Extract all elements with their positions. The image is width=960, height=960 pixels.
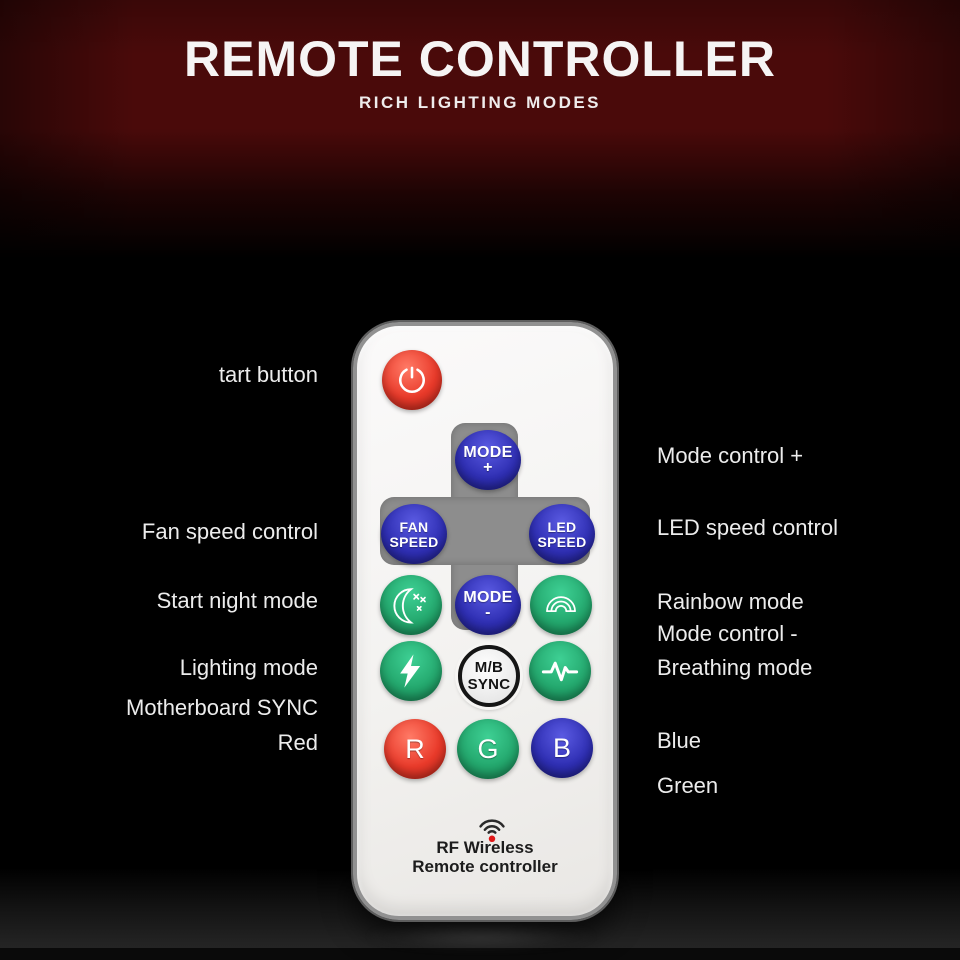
callout-night-mode: Start night mode (156, 588, 318, 613)
fan-speed-button[interactable]: FAN SPEED (381, 504, 447, 564)
callout-start-button: tart button (218, 362, 318, 387)
callout-lighting: Lighting mode (179, 655, 318, 680)
mb-sync-button[interactable]: M/B SYNC (458, 645, 520, 707)
rainbow-icon (546, 596, 576, 612)
remote-controller: MODE + FAN SPEED LED SPEED MODE - (353, 322, 617, 920)
page-title: REMOTE CONTROLLER (184, 31, 776, 87)
callout-breathing: Breathing mode (657, 655, 813, 680)
power-button[interactable] (382, 350, 442, 410)
led-speed-top: LED (547, 518, 577, 535)
callout-led-speed: LED speed control (657, 515, 838, 540)
page-subtitle: RICH LIGHTING MODES (358, 93, 602, 112)
mode-plus-sign: + (483, 459, 493, 476)
rf-footer-line2: Remote controller (412, 857, 558, 876)
mb-sync-top: M/B (474, 659, 504, 676)
floor-strip (0, 948, 960, 960)
mode-plus-label: MODE (463, 444, 513, 461)
lighting-mode-button[interactable] (380, 641, 442, 701)
remote-reflection (368, 922, 594, 950)
callout-fan-speed: Fan speed control (141, 519, 318, 544)
callout-mode-minus: Mode control - (657, 621, 798, 646)
mode-plus-button[interactable]: MODE + (455, 430, 521, 490)
led-speed-button[interactable]: LED SPEED (529, 504, 595, 564)
mode-minus-button[interactable]: MODE - (455, 575, 521, 635)
wifi-icon (479, 819, 505, 843)
breathing-mode-button[interactable] (529, 641, 591, 701)
fan-speed-bottom: SPEED (389, 533, 439, 550)
green-key-label: G (477, 733, 499, 764)
callout-green: Green (657, 773, 719, 798)
fan-speed-top: FAN (399, 518, 429, 535)
rf-footer-line1: RF Wireless (436, 838, 534, 857)
moon-icon (393, 588, 426, 624)
mb-sync-bottom: SYNC (467, 676, 511, 693)
led-speed-bottom: SPEED (537, 533, 587, 550)
callout-mode-plus: Mode control + (657, 443, 804, 468)
callout-rainbow: Rainbow mode (657, 589, 804, 614)
callout-mb-sync: Motherboard SYNC (126, 695, 318, 720)
green-button[interactable]: G (457, 719, 519, 779)
callout-blue: Blue (657, 728, 702, 753)
red-button[interactable]: R (384, 719, 446, 779)
mode-minus-sign: - (485, 604, 491, 621)
night-mode-button[interactable] (380, 575, 442, 635)
rainbow-mode-button[interactable] (530, 575, 592, 635)
pulse-icon (541, 661, 579, 682)
power-icon (399, 366, 425, 393)
mode-minus-label: MODE (463, 589, 513, 606)
blue-button[interactable]: B (531, 718, 593, 778)
blue-key-label: B (552, 732, 571, 763)
lightning-icon (400, 654, 421, 688)
red-key-label: R (405, 733, 425, 764)
signal-dot (488, 835, 496, 843)
rf-footer: RF Wireless Remote controller (357, 838, 613, 876)
callout-red: Red (277, 730, 318, 755)
